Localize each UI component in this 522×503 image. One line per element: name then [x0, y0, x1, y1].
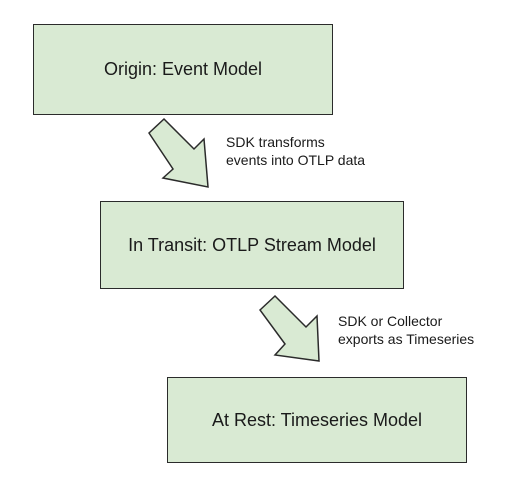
- transition-note-1: SDK transforms events into OTLP data: [226, 133, 365, 169]
- arrow-origin-to-transit-shape: [148, 117, 209, 188]
- transition-note-1-line2: events into OTLP data: [226, 152, 366, 168]
- origin-event-model-box: Origin: Event Model: [33, 24, 333, 115]
- transition-note-2-line2: exports as Timeseries: [338, 331, 475, 347]
- in-transit-otlp-stream-model-box: In Transit: OTLP Stream Model: [100, 201, 404, 289]
- origin-box-label: Origin: Event Model: [103, 59, 263, 79]
- transit-box-label: In Transit: OTLP Stream Model: [128, 234, 376, 255]
- arrow-transit-to-rest-shape: [259, 294, 320, 362]
- at-rest-timeseries-model-box: At Rest: Timeseries Model: [167, 377, 467, 463]
- rest-box-label: At Rest: Timeseries Model: [211, 409, 423, 430]
- transition-note-2-line1: SDK or Collector: [338, 313, 443, 329]
- transition-note-1-line1: SDK transforms: [226, 134, 325, 150]
- transition-note-2: SDK or Collector exports as Timeseries: [338, 312, 474, 348]
